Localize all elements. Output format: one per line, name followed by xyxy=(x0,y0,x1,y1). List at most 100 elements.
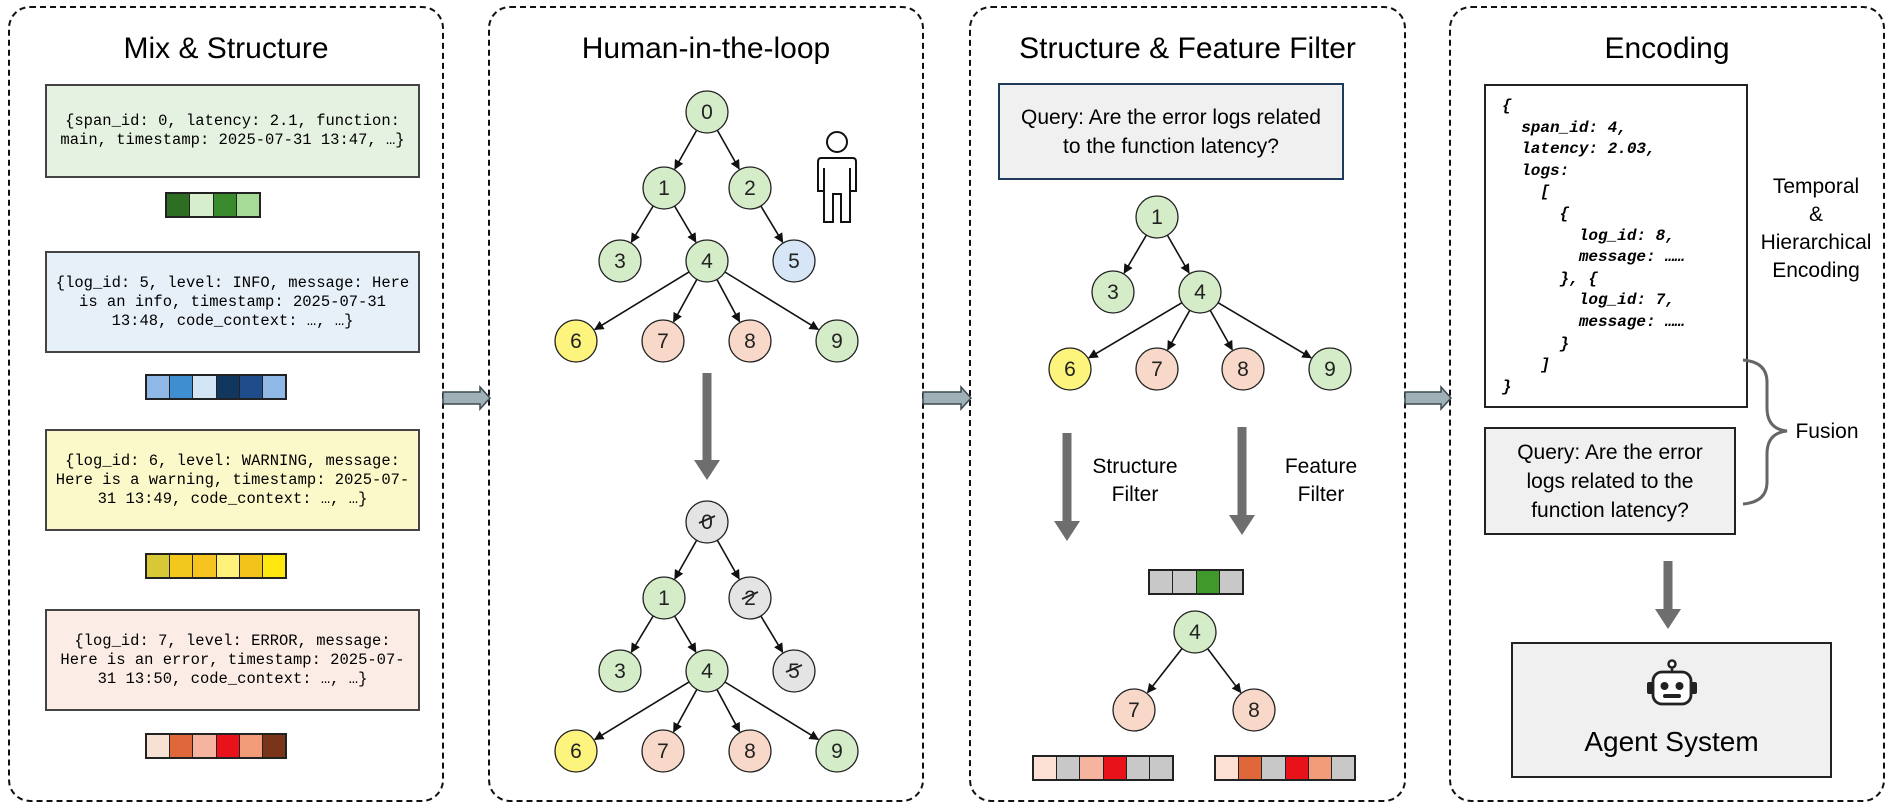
json-line: log_id: 7, xyxy=(1502,291,1675,310)
tree-edge xyxy=(1167,309,1191,351)
tree-node-6: 6 xyxy=(554,729,598,773)
fusion-brace-path xyxy=(1742,358,1788,506)
embedding-cell xyxy=(262,376,286,398)
tree-node-9: 9 xyxy=(815,319,859,363)
embedding-cell xyxy=(1239,757,1263,779)
svg-text:0: 0 xyxy=(701,511,713,534)
svg-text:4: 4 xyxy=(1194,281,1206,304)
json-line: log_id: 8, xyxy=(1502,226,1675,245)
embedding-cell xyxy=(170,555,194,577)
svg-text:3: 3 xyxy=(614,250,626,273)
info-embedding-strip xyxy=(145,374,287,400)
tree-node-8: 8 xyxy=(728,319,772,363)
tree-node-2: 2 xyxy=(728,166,772,210)
flow-arrow-head xyxy=(694,460,720,480)
embedding-cell xyxy=(147,555,171,577)
tree-edge xyxy=(674,539,698,580)
tree-edge xyxy=(630,615,654,653)
svg-text:2: 2 xyxy=(744,177,756,200)
tree-edge xyxy=(1209,309,1233,351)
embedding-cell xyxy=(193,555,217,577)
tree-node-7: 7 xyxy=(1135,347,1179,391)
embedding-cell xyxy=(1216,757,1240,779)
json-line: { xyxy=(1502,204,1570,223)
tree-node-1: 1 xyxy=(1135,195,1179,239)
embedding-cell xyxy=(147,376,171,398)
svg-text:6: 6 xyxy=(570,740,582,763)
embedding-cell xyxy=(213,194,237,216)
tree-edge xyxy=(1088,302,1183,359)
json-line: } xyxy=(1502,334,1570,353)
encoding-panel: Encoding { span_id: 4, latency: 2.03, lo… xyxy=(1449,6,1885,802)
agent-system-label: Agent System xyxy=(1584,726,1759,757)
tree-edge xyxy=(1166,234,1190,274)
svg-text:7: 7 xyxy=(657,740,669,763)
json-line: { xyxy=(1502,97,1512,115)
tree-node-7: 7 xyxy=(641,319,685,363)
filter-query-box: Query: Are the error logs related to the… xyxy=(998,83,1344,180)
embedding-cell xyxy=(1103,757,1127,779)
tree-edge xyxy=(716,539,740,580)
svg-text:6: 6 xyxy=(570,330,582,353)
svg-text:2: 2 xyxy=(744,587,756,610)
tree-node-4: 4 xyxy=(1178,270,1222,314)
tree-edge xyxy=(674,129,698,170)
tree-edge xyxy=(1123,234,1148,274)
filtered-log8-strip xyxy=(1214,755,1356,781)
tree-node-5: 5 xyxy=(772,239,816,283)
tree-edge xyxy=(672,279,698,323)
json-line: span_id: 4, xyxy=(1502,118,1627,137)
embedding-cell xyxy=(1219,571,1242,593)
tree-node-4: 4 xyxy=(685,649,729,693)
tree-node-6: 6 xyxy=(1048,347,1092,391)
tree-node-9: 9 xyxy=(815,729,859,773)
tree-edge xyxy=(1207,648,1242,694)
embedding-cell xyxy=(170,735,194,757)
svg-text:4: 4 xyxy=(701,250,713,273)
svg-text:5: 5 xyxy=(788,250,800,273)
json-line: logs: xyxy=(1502,161,1570,180)
svg-text:9: 9 xyxy=(831,740,843,763)
embedding-cell xyxy=(262,735,286,757)
tree-edge xyxy=(724,271,820,331)
tree-edge xyxy=(760,205,784,243)
warning-embedding-strip xyxy=(145,553,287,579)
mix-structure-panel: Mix & Structure {span_id: 0, latency: 2.… xyxy=(8,6,444,802)
embedding-cell xyxy=(1196,571,1220,593)
tree-node-0: 0 xyxy=(685,500,729,544)
structure-filter-label: Structure Filter xyxy=(1092,455,1178,506)
svg-text:1: 1 xyxy=(1151,206,1163,229)
svg-text:8: 8 xyxy=(1248,699,1260,722)
embedding-cell xyxy=(1150,571,1174,593)
tree-edge xyxy=(724,681,820,741)
embedding-cell xyxy=(1285,757,1309,779)
fusion-brace xyxy=(1655,358,1788,629)
svg-text:1: 1 xyxy=(658,587,670,610)
embedding-cell xyxy=(216,376,240,398)
tree-edge xyxy=(630,205,654,243)
embedding-cell xyxy=(239,735,263,757)
tree-edge xyxy=(593,681,690,741)
svg-text:0: 0 xyxy=(701,101,713,124)
person-icon xyxy=(817,131,857,223)
svg-text:5: 5 xyxy=(788,660,800,683)
info-log-card: {log_id: 5, level: INFO, message: Here i… xyxy=(45,251,420,353)
robot-icon xyxy=(1647,659,1697,706)
embedding-cell xyxy=(1173,571,1197,593)
temporal-hierarchical-label: Temporal & Hierarchical Encoding xyxy=(1760,175,1872,282)
tree-node-1: 1 xyxy=(642,166,686,210)
filtered-span-strip xyxy=(1148,569,1244,595)
warning-log-card: {log_id: 6, level: WARNING, message: Her… xyxy=(45,429,420,531)
tree-edge xyxy=(716,279,741,323)
embedding-cell xyxy=(147,735,171,757)
span-embedding-strip xyxy=(165,192,261,218)
structure-feature-filter-panel: Structure & Feature Filter Query: Are th… xyxy=(969,6,1406,802)
embedding-cell xyxy=(190,194,214,216)
embedding-cell xyxy=(1080,757,1104,779)
tree-node-4: 4 xyxy=(685,239,729,283)
tree-node-4: 4 xyxy=(1173,610,1217,654)
svg-text:6: 6 xyxy=(1064,358,1076,381)
svg-text:9: 9 xyxy=(831,330,843,353)
svg-text:3: 3 xyxy=(1107,281,1119,304)
tree-node-8: 8 xyxy=(1232,688,1276,732)
